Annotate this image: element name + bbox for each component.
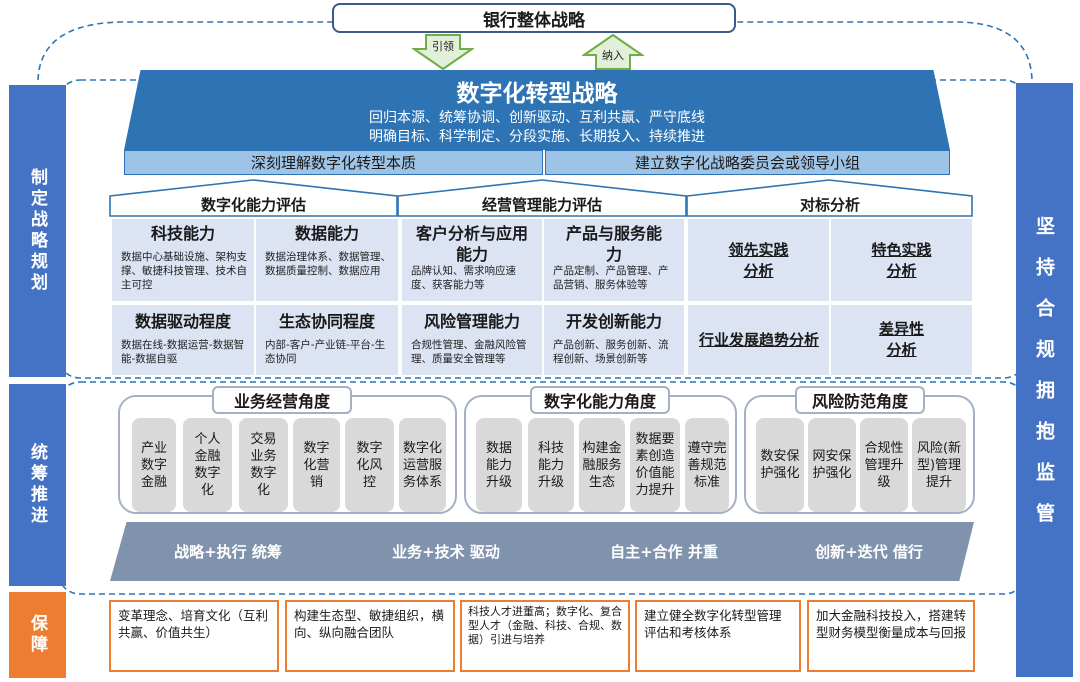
sidebar-compliance-label: 坚持合规拥抱监管 [1033, 216, 1055, 544]
group-item: 数据要素创造价值能力提升 [630, 418, 680, 512]
cell-data-capability: 数据能力 数据治理体系、数据管理、数据质量控制、数据应用 [256, 219, 398, 301]
group-item: 风险(新型)管理提升 [912, 418, 966, 512]
guarantee-investment: 加大金融科技投入，搭建转型财务模型衡量成本与回报 [807, 600, 975, 672]
roof-line-2: 明确目标、科学制定、分段实施、长期投入、持续推进 [369, 129, 705, 145]
bank-strategy-box: 银行整体战略 [332, 3, 736, 33]
group-risk-title: 风险防范角度 [795, 386, 925, 414]
group-business-title: 业务经营角度 [212, 386, 352, 414]
sidebar-promote-label: 统筹推进 [27, 443, 47, 527]
cell-title: 生态协同程度 [278, 312, 375, 331]
cell-title: 开发创新能力 [565, 312, 662, 331]
guarantee-assessment: 建立健全数字化转型管理评估和考核体系 [635, 600, 801, 672]
assess-title-digital: 数字化能力评估 [200, 195, 306, 214]
cell-tech-capability: 科技能力 数据中心基础设施、架构支撑、敏捷科技管理、技术自主可控 [112, 219, 254, 301]
benchmark-cell [688, 219, 829, 301]
roof-title: 数字化转型战略 [456, 81, 618, 107]
group-item: 科技能力升级 [528, 418, 574, 512]
guarantee-talent: 科技人才进董高；数字化、复合型人才（金融、科技、合规、数据）引进与培养 [460, 600, 630, 672]
benchmark-cell [688, 305, 829, 375]
cell-product-service: 产品与服务能力 产品定制、产品管理、产品营销、服务体验等 [544, 219, 684, 301]
roof-line-1: 回归本源、统筹协调、创新驱动、互利共赢、严守底线 [369, 110, 705, 126]
sidebar-guarantee: 保障 [9, 592, 66, 678]
cell-title: 客户分析与应用能力 [415, 224, 528, 264]
guarantee-culture: 变革理念、培育文化（互利共赢、价值共生） [109, 600, 279, 672]
group-item: 遵守完善规范标准 [685, 418, 729, 512]
cell-desc: 产品定制、产品管理、产品营销、服务体验等 [553, 265, 669, 291]
cell-title: 科技能力 [150, 224, 215, 243]
group-item: 构建金融服务生态 [579, 418, 625, 512]
sidebar-compliance: 坚持合规拥抱监管 [1016, 83, 1073, 677]
roof-bar-left: 深刻理解数字化转型本质 [124, 150, 543, 175]
cell-desc: 合规性管理、金融风险管理、质量安全管理等 [411, 339, 527, 365]
benchmark-difference: 差异性分析 [878, 320, 924, 359]
cell-title: 数据驱动程度 [134, 312, 231, 331]
cell-data-driven: 数据驱动程度 数据在线-数据运营-数据智能-数据自驱 [112, 305, 254, 375]
principle-innovation: 创新+迭代 借行 [764, 522, 974, 581]
include-arrow-label: 纳入 [602, 49, 624, 62]
include-arrow [582, 33, 644, 70]
benchmark-cell [831, 219, 972, 301]
group-item: 数据能力升级 [476, 418, 522, 512]
cell-desc: 产品创新、服务创新、流程创新、场景创新等 [553, 339, 669, 365]
group-item: 个人金融数字化 [183, 418, 232, 512]
group-item: 数字化运营服务体系 [399, 418, 446, 512]
sidebar-plan: 制定战略规划 [9, 85, 66, 377]
group-item: 数字化风控 [345, 418, 394, 512]
cell-innovation: 开发创新能力 产品创新、服务创新、流程创新、场景创新等 [544, 305, 684, 375]
principle-strategy: 战略+执行 统筹 [110, 522, 346, 581]
roof-banner [124, 70, 950, 150]
cell-desc: 数据治理体系、数据管理、数据质量控制、数据应用 [265, 251, 391, 277]
cell-eco-synergy: 生态协同程度 内部-客户-产业链-平台-生态协同 [256, 305, 398, 375]
benchmark-cell [831, 305, 972, 375]
group-item: 交易业务数字化 [239, 418, 288, 512]
roof-bar-right: 建立数字化战略委员会或领导小组 [545, 150, 950, 175]
lead-arrow [412, 34, 474, 71]
group-item: 合规性管理升级 [860, 418, 908, 512]
group-item: 数字化营销 [293, 418, 340, 512]
cell-desc: 数据在线-数据运营-数据智能-数据自驱 [121, 339, 245, 365]
group-digital-title: 数字化能力角度 [530, 386, 670, 414]
lead-arrow-label: 引领 [432, 40, 454, 53]
benchmark-leading-practice: 领先实践分析 [728, 241, 789, 280]
cell-title: 数据能力 [294, 224, 359, 243]
principle-autonomy: 自主+合作 并重 [546, 522, 782, 581]
group-item: 产业数字金融 [132, 418, 176, 512]
cell-customer-analysis: 客户分析与应用能力 品牌认知、需求响应速度、获客能力等 [402, 219, 542, 301]
cell-title: 风险管理能力 [423, 312, 520, 331]
sidebar-promote: 统筹推进 [9, 384, 66, 586]
benchmark-feature-practice: 特色实践分析 [871, 241, 932, 280]
group-item: 网安保护强化 [808, 418, 856, 512]
assess-header-tabs [109, 179, 973, 217]
sidebar-guarantee-label: 保障 [27, 614, 47, 656]
cell-title: 产品与服务能力 [565, 224, 662, 264]
guarantee-organization: 构建生态型、敏捷组织，横向、纵向融合团队 [285, 600, 455, 672]
sidebar-plan-label: 制定战略规划 [27, 168, 47, 294]
principle-business: 业务+技术 驱动 [328, 522, 564, 581]
group-item: 数安保护强化 [756, 418, 804, 512]
benchmark-industry-trend: 行业发展趋势分析 [698, 330, 819, 349]
assess-title-operation: 经营管理能力评估 [481, 195, 602, 214]
cell-desc: 数据中心基础设施、架构支撑、敏捷科技管理、技术自主可控 [121, 251, 247, 291]
cell-risk-management: 风险管理能力 合规性管理、金融风险管理、质量安全管理等 [402, 305, 542, 375]
cell-desc: 内部-客户-产业链-平台-生态协同 [265, 339, 386, 365]
assess-title-benchmark: 对标分析 [799, 195, 860, 214]
cell-desc: 品牌认知、需求响应速度、获客能力等 [411, 265, 516, 291]
